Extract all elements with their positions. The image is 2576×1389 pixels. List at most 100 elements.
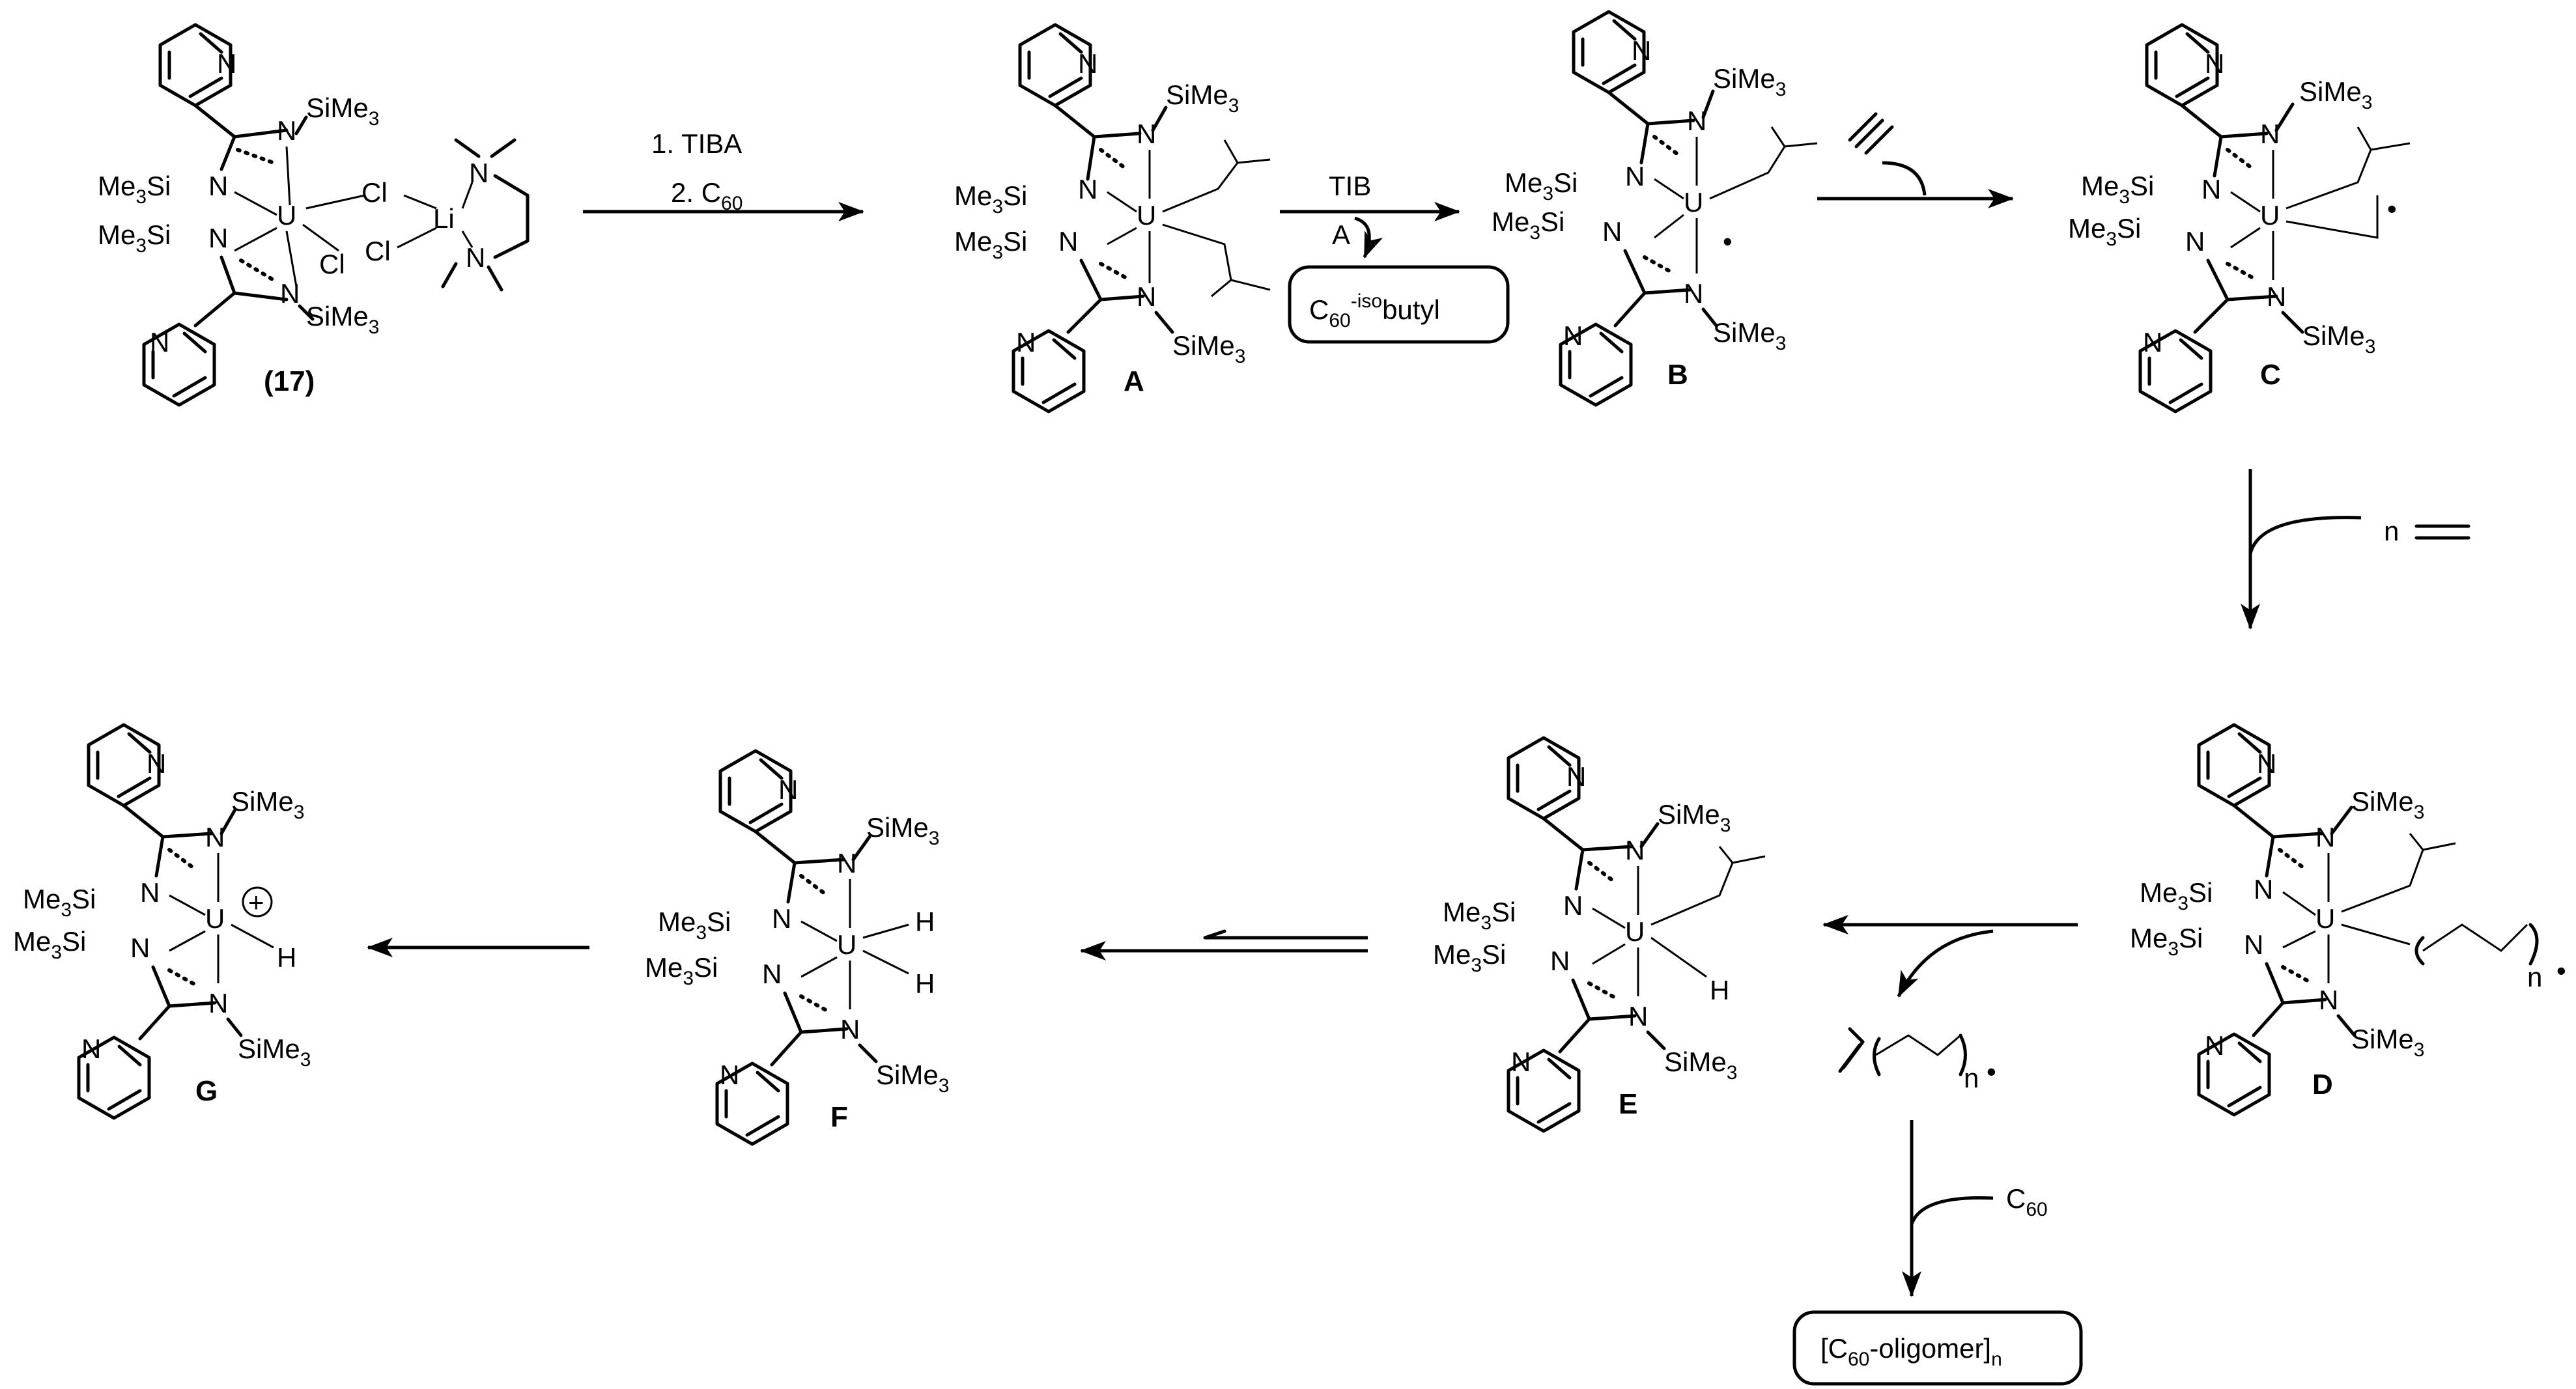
simes-label: SiMe3	[2351, 1024, 2424, 1061]
atom-n-label: N	[205, 822, 225, 852]
simes-label: SiMe3	[1166, 79, 1239, 117]
simes-label: SiMe3	[876, 1059, 949, 1097]
compound-17: N N SiMe3 N Me3Si U Cl Cl Cl Li N N Me3S…	[98, 25, 530, 405]
hydride-label: H	[277, 942, 296, 973]
atom-n-label: N	[837, 848, 856, 878]
atom-n-label: N	[720, 1059, 739, 1090]
atom-n-label: N	[1137, 281, 1156, 312]
atom-n-label: N	[778, 774, 798, 805]
atom-n-label: N	[81, 1033, 101, 1064]
atom-n-label: N	[1566, 761, 1586, 792]
me3si-label: Me3Si	[13, 926, 86, 963]
radical-dot: •	[1723, 226, 1733, 257]
compound-a: N N SiMe3 N Me3Si U Me3Si N N SiMe3 N A	[954, 25, 1271, 412]
atom-n-label: N	[1511, 1046, 1531, 1077]
atom-n-label: N	[2185, 226, 2205, 257]
compound-d: N N SiMe3 N Me3Si U n • Me3Si N N SiMe3 …	[2130, 725, 2566, 1115]
chlorine-label: Cl	[365, 236, 391, 266]
reagent-tiba: 1. TIBA	[651, 128, 742, 159]
simes-label: SiMe3	[1713, 317, 1786, 354]
radical-dot: •	[2387, 193, 2397, 224]
cation-plus: +	[248, 887, 264, 918]
atom-n-label: N	[147, 748, 166, 779]
atom-n-label: N	[1550, 946, 1570, 976]
atom-n-label: N	[150, 327, 169, 358]
uranium-label: U	[1137, 200, 1156, 231]
simes-label: SiMe3	[2299, 76, 2372, 113]
arrow-17-to-a: 1. TIBA 2. C60	[583, 128, 864, 221]
simes-label: SiMe3	[1664, 1046, 1737, 1084]
compound-g: N N SiMe3 N Me3Si U + H Me3Si N N SiMe3 …	[13, 725, 311, 1118]
arrow-b-to-c	[1817, 112, 2014, 208]
atom-n-label: N	[130, 933, 150, 963]
atom-n-label: N	[1625, 835, 1645, 865]
atom-n-label: N	[208, 223, 228, 253]
me3si-label: Me3Si	[1433, 939, 1506, 976]
hydride-label: H	[915, 968, 935, 999]
atom-n-label: N	[2205, 1030, 2224, 1061]
atom-n-label: N	[1137, 119, 1156, 149]
radical-dot: •	[2556, 955, 2566, 986]
product-c60-oligomer: [C60-oligomer]n	[1820, 1333, 2002, 1370]
me3si-label: Me3Si	[1505, 167, 1578, 204]
byproduct-c60-isobutyl: C60-isobutyl	[1309, 290, 1440, 331]
uranium-label: U	[1625, 916, 1645, 947]
me3si-label: Me3Si	[2130, 923, 2203, 960]
atom-n-label: N	[772, 903, 791, 934]
uranium-label: U	[2260, 200, 2280, 231]
atom-n-label: N	[2201, 174, 2221, 204]
cation-charge-circle	[242, 886, 273, 918]
atom-n-label: N	[2267, 281, 2286, 312]
compound-label-g: G	[195, 1075, 218, 1107]
arrow-a-to-b: TIB A C60-isobutyl	[1280, 171, 1510, 344]
compound-b: N N SiMe3 N Me3Si U • Me3Si N N SiMe3 N …	[1492, 12, 1818, 405]
reagent-c60: 2. C60	[671, 177, 743, 214]
me3si-label: Me3Si	[2081, 171, 2154, 208]
atom-n-label: N	[2205, 48, 2224, 79]
me3si-label: Me3Si	[2140, 877, 2213, 914]
atom-n-label: N	[1687, 105, 1706, 136]
simes-label: SiMe3	[231, 786, 304, 823]
equilibrium-arrows-e-f	[1080, 929, 1368, 961]
atom-n-label: N	[2143, 327, 2162, 358]
simes-label: SiMe3	[2351, 786, 2424, 823]
atom-n-label: N	[1684, 278, 1703, 309]
chain-n-label: n	[2527, 962, 2542, 992]
atom-n-label: N	[840, 1014, 860, 1045]
atom-n-label: N	[2315, 822, 2335, 852]
atom-n-label: N	[2254, 874, 2273, 905]
uranium-label: U	[205, 903, 225, 934]
atom-n-label: N	[1632, 35, 1651, 66]
atom-n-label: N	[469, 158, 488, 188]
me3si-label: Me3Si	[23, 884, 96, 921]
arrow-c-to-d: n	[2241, 469, 2470, 630]
simes-label: SiMe3	[306, 92, 379, 130]
atom-n-label: N	[1625, 161, 1645, 191]
radical-dot: •	[1987, 1056, 1996, 1087]
uranium-label: U	[277, 200, 296, 231]
simes-label: SiMe3	[1713, 63, 1786, 100]
atom-n-label: N	[466, 242, 485, 273]
reagent-tib: TIB	[1329, 171, 1371, 201]
lithium-label: Li	[433, 203, 455, 234]
atom-n-label: N	[1016, 327, 1036, 358]
atom-n-label: N	[1078, 174, 1097, 204]
arrow-d-to-e: n • C60 [C60-oligomer]n	[1792, 915, 2083, 1386]
chain-n-label: n	[1964, 1063, 1979, 1093]
atom-n-label: N	[1628, 1001, 1648, 1031]
hydride-label: H	[915, 906, 935, 937]
hydride-label: H	[1710, 975, 1729, 1005]
byproduct-box-c60-isobutyl	[1288, 265, 1510, 344]
atom-n-label: N	[2257, 748, 2276, 779]
chlorine-label: Cl	[361, 177, 388, 208]
atom-n-label: N	[762, 959, 782, 989]
me3si-label: Me3Si	[98, 219, 171, 257]
me3si-label: Me3Si	[1492, 206, 1564, 244]
compound-label-e: E	[1619, 1088, 1637, 1120]
simes-label: SiMe3	[238, 1033, 311, 1071]
compound-label-17: (17)	[264, 365, 315, 397]
atom-n-label: N	[2244, 929, 2263, 960]
me3si-label: Me3Si	[645, 952, 718, 989]
atom-n-label: N	[208, 171, 228, 201]
